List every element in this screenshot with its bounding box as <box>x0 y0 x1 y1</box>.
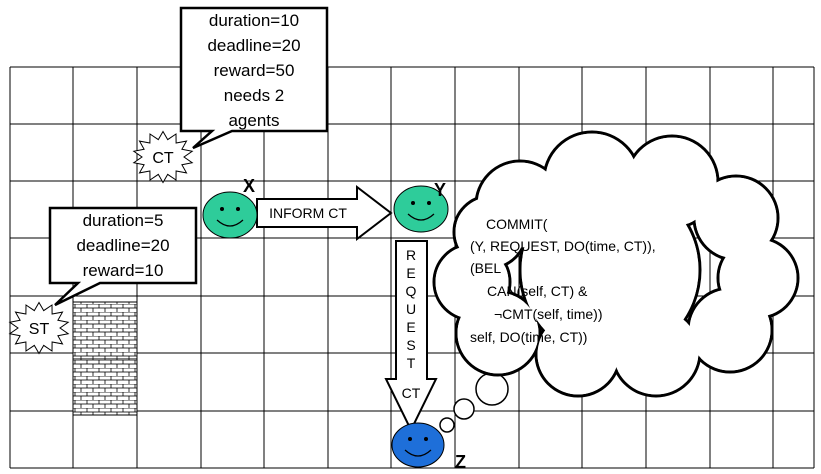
thought-line-3: (BEL <box>470 260 501 276</box>
request-letter-2: E <box>406 265 415 281</box>
ct-callout-line-4: needs 2 <box>224 86 285 105</box>
request-letter-1: R <box>406 247 416 263</box>
st-callout: duration=5 deadline=20 reward=10 <box>48 206 198 307</box>
agent-x-smiley-icon <box>202 191 258 239</box>
st-callout-line-1: duration=5 <box>83 211 164 230</box>
st-task-burst: ST <box>8 301 70 355</box>
thought-cloud: COMMIT( (Y, REQUEST, DO(time, CT)), (BEL… <box>432 130 800 398</box>
request-ct-label: CT <box>402 385 421 401</box>
agent-x: X <box>202 176 258 239</box>
agent-z: Z <box>391 422 466 472</box>
ct-callout-line-2: deadline=20 <box>207 36 300 55</box>
thought-line-1: COMMIT( <box>486 216 548 232</box>
st-callout-line-2: deadline=20 <box>76 236 169 255</box>
request-letter-7: T <box>407 355 416 371</box>
ct-callout-line-5: agents <box>228 111 279 130</box>
wall-block-lower <box>72 358 138 416</box>
st-task-label: ST <box>29 321 50 338</box>
agent-y-smiley-icon <box>393 185 449 233</box>
ct-callout: duration=10 deadline=20 reward=50 needs … <box>179 6 329 150</box>
request-arrow: R E Q U E S T CT <box>384 240 438 433</box>
request-letter-3: Q <box>406 283 417 299</box>
thought-line-2: (Y, REQUEST, DO(time, CT)), <box>470 238 656 254</box>
agent-x-label: X <box>243 176 255 196</box>
agent-z-smiley-icon <box>391 422 445 468</box>
inform-ct-label: INFORM CT <box>269 205 347 221</box>
st-callout-line-3: reward=10 <box>83 261 164 280</box>
request-letter-4: U <box>406 301 416 317</box>
ct-callout-line-3: reward=50 <box>214 61 295 80</box>
ct-callout-line-1: duration=10 <box>209 11 299 30</box>
agent-y: Y <box>393 180 449 233</box>
request-letter-5: E <box>406 319 415 335</box>
thought-line-5: ¬CMT(self, time)) <box>494 306 603 322</box>
request-letter-6: S <box>406 337 415 353</box>
agent-z-label: Z <box>455 452 466 472</box>
thought-line-6: self, DO(time, CT)) <box>470 329 587 345</box>
wall-block-upper <box>72 301 138 360</box>
inform-ct-arrow: INFORM CT <box>256 184 393 242</box>
ct-task-burst: CT <box>132 130 194 184</box>
thought-tail <box>439 372 509 433</box>
thought-line-4: CAN(self, CT) & <box>487 283 588 299</box>
agent-y-label: Y <box>434 180 446 200</box>
ct-task-label: CT <box>152 150 174 167</box>
